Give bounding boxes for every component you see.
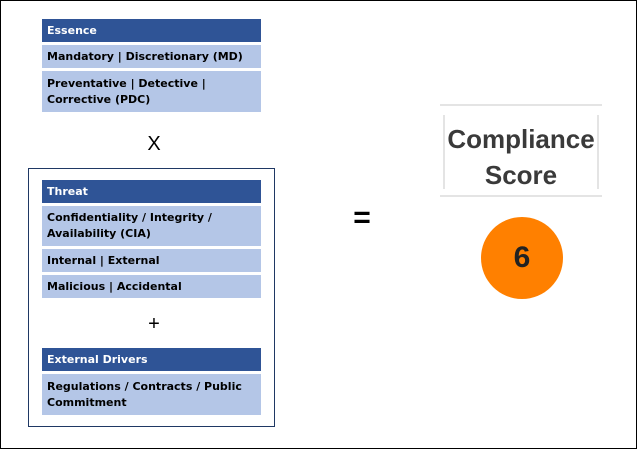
multiply-operator: X xyxy=(147,133,161,155)
compliance-score-card-inner xyxy=(443,115,599,189)
threat-item-internal-external: Internal | External xyxy=(42,249,261,272)
essence-item-md: Mandatory | Discretionary (MD) xyxy=(42,45,261,68)
essence-header: Essence xyxy=(42,19,261,42)
threat-drivers-box xyxy=(28,168,275,427)
threat-header-label: Threat xyxy=(47,184,88,198)
threat-item-label: Malicious | Accidental xyxy=(47,279,182,293)
external-drivers-header-label: External Drivers xyxy=(47,352,148,366)
compliance-score-value: 6 xyxy=(481,217,563,299)
plus-operator: + xyxy=(148,313,160,335)
essence-group: Essence Mandatory | Discretionary (MD) P… xyxy=(42,19,261,112)
threat-item-malicious-accidental: Malicious | Accidental xyxy=(42,275,261,298)
threat-item-label: Confidentiality / Integrity / Availabili… xyxy=(47,211,212,240)
external-drivers-item-label: Regulations / Contracts / Public Commitm… xyxy=(47,379,242,409)
equals-operator: = xyxy=(353,201,371,234)
compliance-score-number: 6 xyxy=(513,241,531,274)
threat-item-label: Internal | External xyxy=(47,253,160,267)
essence-item-pdc: Preventative | Detective | Corrective (P… xyxy=(42,71,261,112)
essence-item-label: Mandatory | Discretionary (MD) xyxy=(47,49,243,63)
external-drivers-header: External Drivers xyxy=(42,348,261,371)
essence-header-label: Essence xyxy=(47,23,97,37)
external-drivers-item-regulations: Regulations / Contracts / Public Commitm… xyxy=(42,374,261,415)
essence-item-label: Preventative | Detective | Corrective (P… xyxy=(47,76,206,106)
threat-header: Threat xyxy=(42,180,261,203)
external-drivers-group: External Drivers Regulations / Contracts… xyxy=(42,348,261,415)
threat-group: Threat Confidentiality / Integrity / Ava… xyxy=(42,180,261,298)
threat-item-cia: Confidentiality / Integrity / Availabili… xyxy=(42,206,261,246)
